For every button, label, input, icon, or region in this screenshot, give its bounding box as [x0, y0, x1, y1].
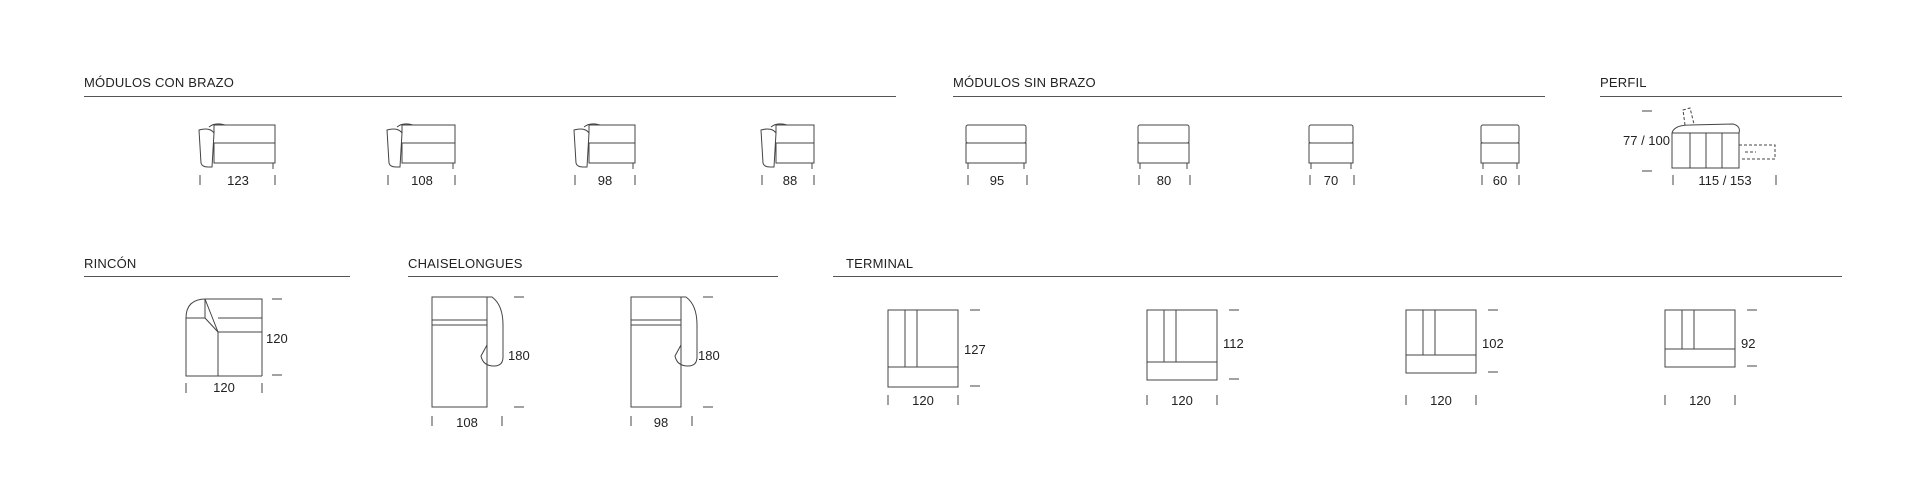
rincon-depth-label: 120 [266, 331, 288, 346]
con-brazo-width-label: 88 [782, 173, 798, 188]
ticks-con-brazo [199, 175, 815, 185]
ticks-perfil [1642, 110, 1777, 185]
sin-brazo-width-label: 95 [989, 173, 1005, 188]
terminal-width-label: 120 [912, 393, 934, 408]
section-rule-chaiselongues [408, 276, 778, 277]
module-sin-brazo-70 [1308, 124, 1354, 169]
con-brazo-width-label: 123 [227, 173, 249, 188]
chaiselongue-depth-label: 180 [698, 348, 720, 363]
terminal-92 [1664, 309, 1736, 368]
chaiselongue-108 [431, 296, 504, 408]
perfil-height-label: 77 / 100 [1623, 133, 1670, 148]
module-sin-brazo-80 [1137, 124, 1190, 169]
perfil-side-view [1671, 107, 1776, 169]
con-brazo-width-label: 108 [411, 173, 433, 188]
module-con-brazo-123 [198, 123, 276, 169]
module-sin-brazo-60 [1480, 124, 1520, 169]
sin-brazo-width-label: 70 [1323, 173, 1339, 188]
section-rule-sin-brazo [953, 96, 1545, 97]
terminal-depth-label: 127 [964, 342, 986, 357]
terminal-depth-label: 102 [1482, 336, 1504, 351]
module-sin-brazo-95 [965, 124, 1027, 169]
chaiselongue-width-label: 98 [653, 415, 669, 430]
ticks-sin-brazo [967, 175, 1520, 185]
chaiselongue-98 [630, 296, 698, 408]
section-rule-terminal [833, 276, 1842, 277]
sin-brazo-width-label: 80 [1156, 173, 1172, 188]
terminal-width-label: 120 [1171, 393, 1193, 408]
section-rule-con-brazo [84, 96, 896, 97]
ticks-rincon [185, 298, 282, 393]
section-title-con-brazo: MÓDULOS CON BRAZO [84, 75, 235, 90]
sin-brazo-width-label: 60 [1492, 173, 1508, 188]
terminal-102 [1405, 309, 1477, 374]
terminal-depth-label: 92 [1741, 336, 1756, 351]
section-title-terminal: TERMINAL [846, 256, 914, 271]
chaiselongue-width-label: 108 [456, 415, 478, 430]
section-rule-rincon [84, 276, 350, 277]
rincon-width-label: 120 [213, 380, 235, 395]
terminal-depth-label: 112 [1223, 336, 1244, 351]
module-con-brazo-88 [760, 123, 815, 169]
section-title-chaiselongues: CHAISELONGUES [408, 256, 523, 271]
section-title-rincon: RINCÓN [84, 256, 137, 271]
ticks-chaiselongues [431, 296, 713, 426]
module-con-brazo-98 [573, 123, 636, 169]
section-title-perfil: PERFIL [1600, 75, 1647, 90]
ticks-terminal [887, 309, 1757, 405]
terminal-112 [1146, 309, 1218, 381]
terminal-width-label: 120 [1689, 393, 1711, 408]
section-rule-perfil [1600, 96, 1842, 97]
perfil-depth-label: 115 / 153 [1698, 173, 1752, 188]
terminal-width-label: 120 [1430, 393, 1452, 408]
module-con-brazo-108 [386, 123, 456, 169]
chaiselongue-depth-label: 180 [508, 348, 530, 363]
section-title-sin-brazo: MÓDULOS SIN BRAZO [953, 75, 1096, 90]
rincon-top-view [185, 298, 263, 377]
terminal-127 [887, 309, 959, 388]
con-brazo-width-label: 98 [597, 173, 613, 188]
